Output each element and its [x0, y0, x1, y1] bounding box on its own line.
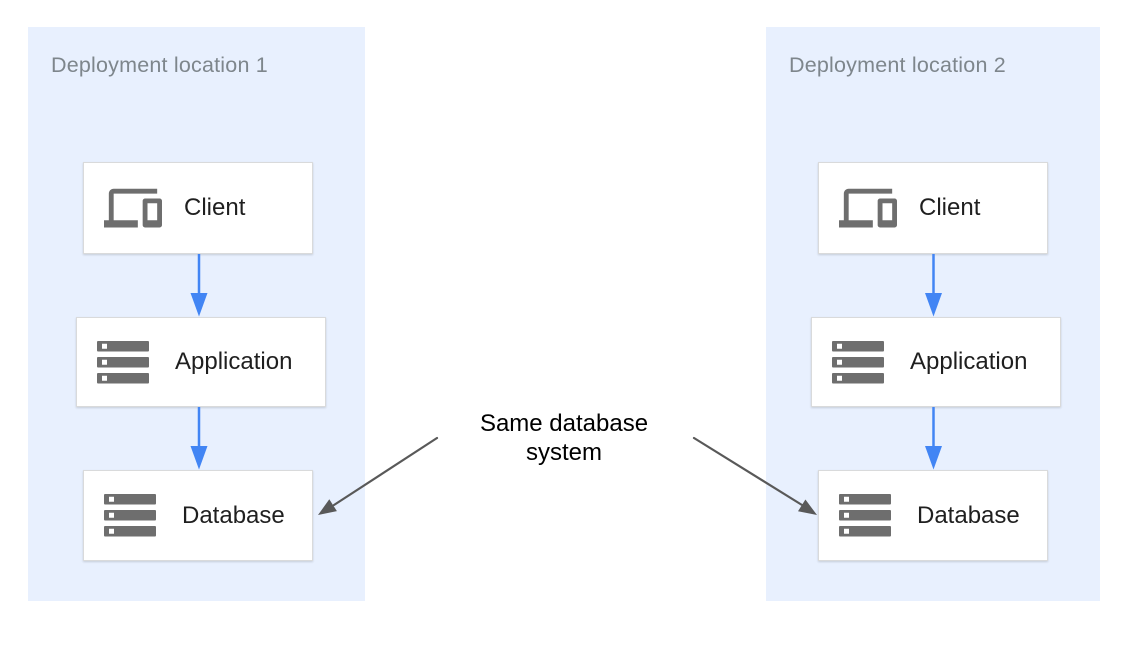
node-label: Client — [919, 194, 981, 221]
node-database-2: Database — [818, 470, 1048, 561]
panel-title-2: Deployment location 2 — [789, 53, 1006, 77]
node-database-1: Database — [83, 470, 313, 561]
node-client-2: Client — [818, 162, 1048, 254]
server-stack-icon — [832, 340, 884, 384]
panel-title-1: Deployment location 1 — [51, 53, 268, 77]
node-label: Application — [910, 348, 1028, 375]
annotation-label: Same database system — [462, 410, 666, 467]
devices-icon — [839, 188, 897, 229]
node-application-2: Application — [811, 317, 1061, 407]
node-application-1: Application — [76, 317, 326, 407]
node-label: Client — [184, 194, 246, 221]
devices-icon — [104, 188, 162, 229]
annotation-line-2: system — [525, 438, 602, 466]
node-client-1: Client — [83, 162, 313, 254]
server-stack-icon — [839, 494, 891, 537]
node-label: Database — [917, 501, 1020, 529]
node-label: Database — [182, 501, 285, 529]
node-label: Application — [175, 348, 293, 375]
server-stack-icon — [104, 494, 156, 537]
annotation-line-1: Same database — [479, 410, 649, 437]
server-stack-icon — [97, 340, 149, 384]
